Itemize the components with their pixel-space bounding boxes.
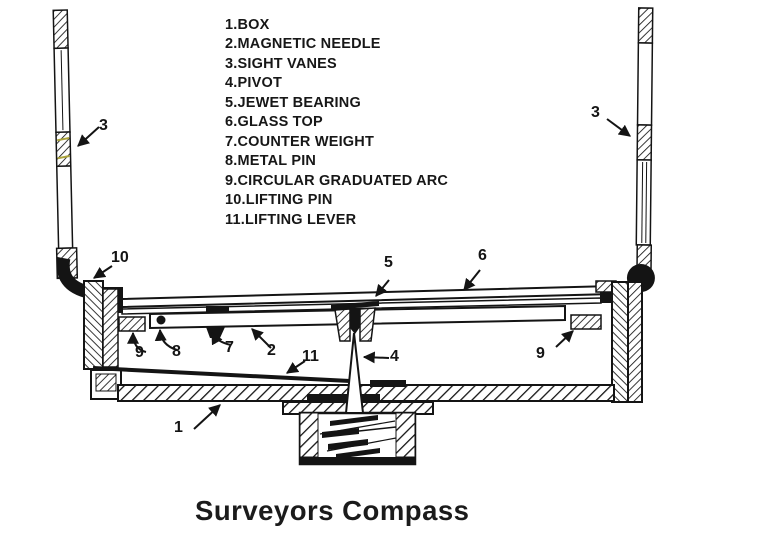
callout-lifting-pin: 10 [111,249,129,266]
parts-legend: 1.BOX 2.MAGNETIC NEEDLE 3.SIGHT VANES 4.… [225,16,448,230]
arrow-10 [93,265,113,279]
arrow-1 [193,404,221,430]
metal-pin [156,315,166,325]
arrow-2 [251,328,272,349]
callout-glass-top: 6 [478,247,487,264]
box-wall-right [595,280,643,403]
legend-item: 8.METAL PIN [225,153,317,170]
pivot [344,332,365,414]
callout-arrows [77,118,631,430]
lever-end-bar [370,380,406,387]
legend-item: 4.PIVOT [225,75,282,92]
right-sight-vane [626,7,655,292]
callout-arc-right: 9 [536,345,545,362]
legend-item: 9.CIRCULAR GRADUATED ARC [225,172,449,189]
callout-arc-left: 9 [135,344,144,361]
arrow-8 [154,328,178,351]
left-corner-block [90,369,122,400]
arrow-3-right [606,118,631,137]
arrow-11 [286,360,306,374]
callout-sight-vane-left: 3 [99,117,108,134]
legend-item: 6.GLASS TOP [225,114,323,131]
arrow-7 [211,331,232,346]
legend-item: 11.LIFTING LEVER [225,211,357,228]
left-sight-vane [52,9,97,300]
legend-item: 2.MAGNETIC NEEDLE [225,36,381,53]
box-wall-left [83,280,119,370]
graduated-arc-left [118,316,146,332]
callout-pivot: 4 [390,348,399,365]
callout-lifting-lever: 11 [302,348,319,365]
arrow-6 [463,269,481,291]
callout-magnetic-needle: 2 [267,342,276,359]
arrow-5 [375,279,390,297]
legend-item: 3.SIGHT VANES [225,55,337,72]
callout-counter-weight: 7 [225,339,234,356]
callout-sight-vane-right: 3 [591,104,600,121]
arrow-4 [362,351,390,364]
arrow-9-right [555,330,574,348]
legend-item: 7.COUNTER WEIGHT [225,133,375,150]
lever-mount-bar [307,394,380,401]
legend-item: 1.BOX [225,17,270,33]
arrow-3-left [77,126,100,147]
jewel-bearing [331,301,379,342]
lifting-lever [92,366,351,383]
graduated-arc-right [570,314,602,330]
arrow-9-left [127,331,147,353]
callout-metal-pin: 8 [172,343,181,360]
legend-item: 5.JEWET BEARING [225,94,361,111]
callout-jewel-bearing: 5 [384,254,393,271]
callout-box: 1 [174,419,183,436]
screw-threads [319,415,397,459]
figure-title: Surveyors Compass [195,495,470,526]
legend-item: 10.LIFTING PIN [225,192,333,209]
